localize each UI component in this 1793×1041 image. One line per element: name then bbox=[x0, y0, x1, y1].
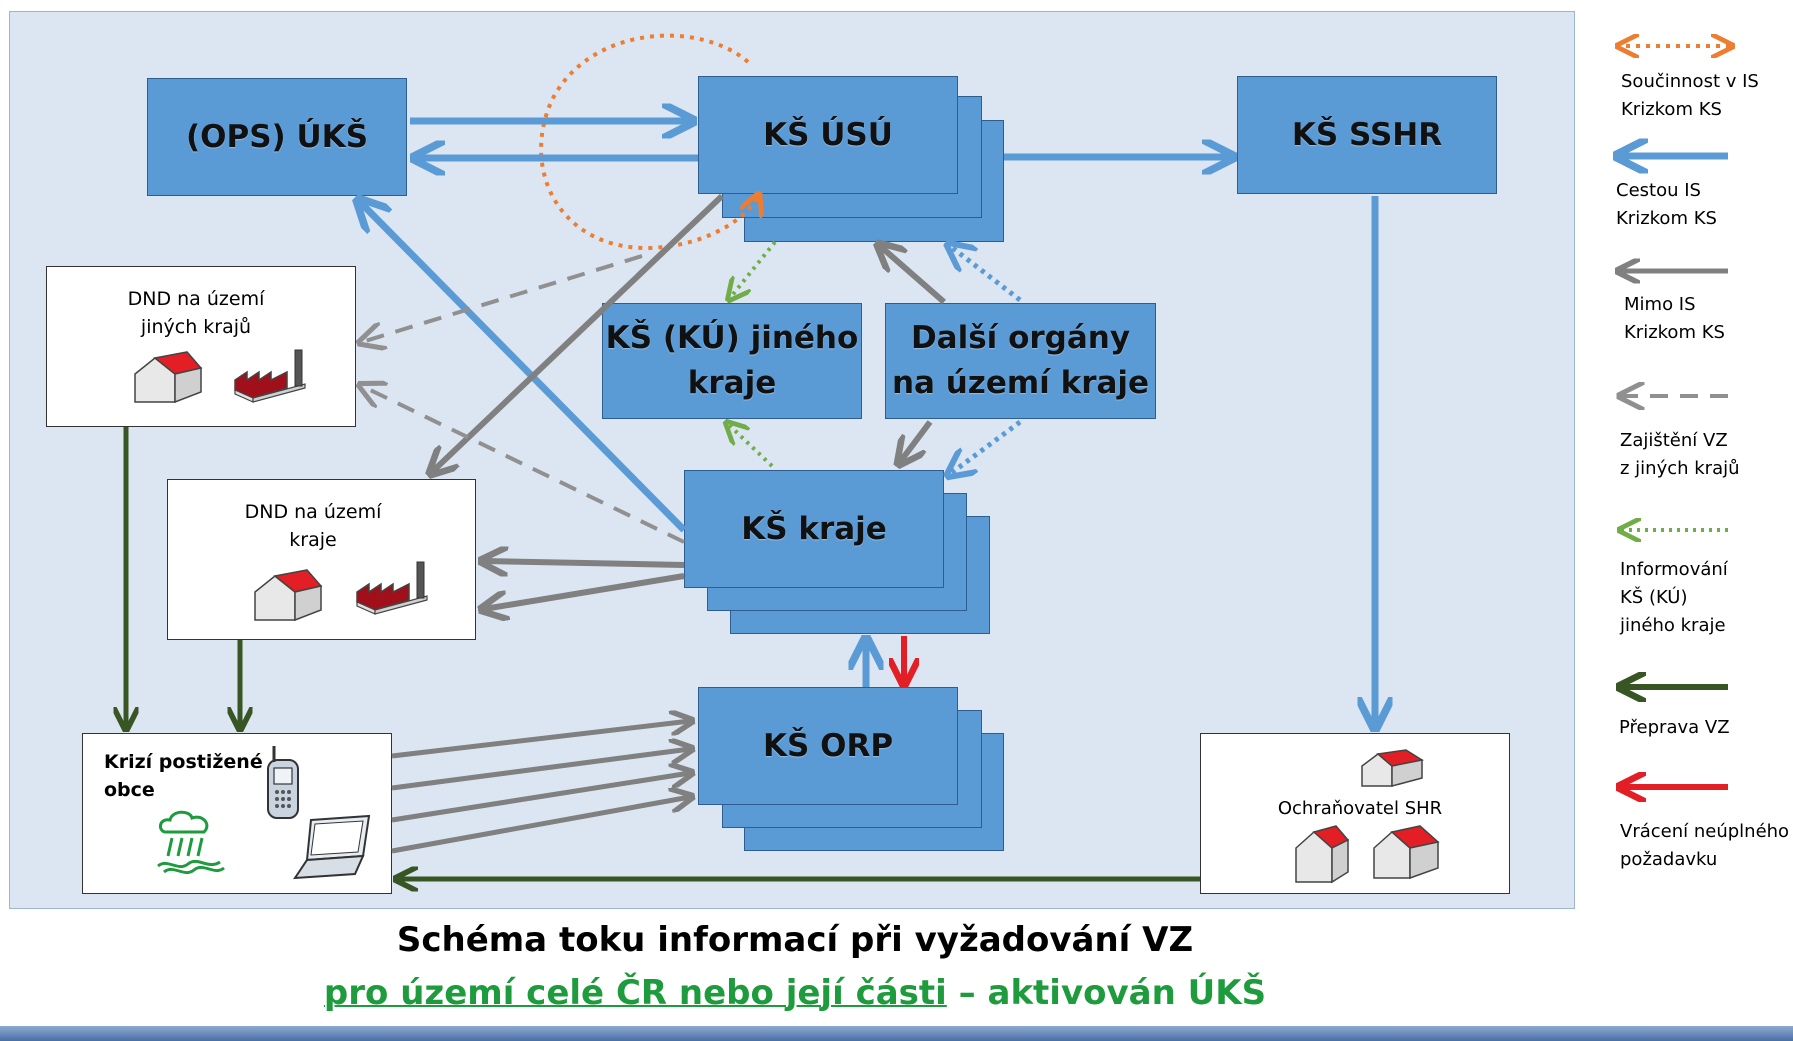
dalsi-organy-label-1: Další orgány bbox=[910, 320, 1131, 357]
legend-vraceni-1: Vrácení neúplného bbox=[1620, 821, 1790, 842]
ochranovatel-shr-label: Ochraňovatel SHR bbox=[1277, 798, 1443, 819]
ks-usu-label: KŠ ÚSÚ bbox=[763, 116, 893, 153]
legend-zajisteni-1: Zajištění VZ bbox=[1620, 430, 1728, 451]
ks-ku-jineho-label-1: KŠ (KÚ) jiného bbox=[605, 320, 859, 357]
krizi-label-2: obce bbox=[104, 778, 155, 801]
legend-soucinnost: Součinnost v IS Krizkom KS bbox=[1621, 68, 1759, 124]
subtitle-rest: – aktivován ÚKŠ bbox=[946, 973, 1267, 1013]
legend-mimo-1: Mimo IS bbox=[1624, 294, 1696, 315]
legend-informovani-2: KŠ (KÚ) bbox=[1620, 586, 1688, 608]
legend-informovani-1: Informování bbox=[1620, 559, 1728, 580]
ks-ku-jineho-box: KŠ (KÚ) jiného kraje bbox=[602, 303, 862, 419]
ks-usu-box: KŠ ÚSÚ bbox=[698, 76, 958, 194]
dnd-kraje-label-1: DND na území bbox=[244, 501, 382, 523]
ks-orp-box: KŠ ORP bbox=[698, 687, 958, 805]
subtitle-underlined: pro území celé ČR nebo její části bbox=[323, 973, 947, 1013]
legend-cestou: Cestou IS Krizkom KS bbox=[1616, 177, 1717, 233]
dnd-jinych-label-1: DND na území bbox=[127, 288, 265, 310]
bottom-bar bbox=[0, 1026, 1793, 1041]
legend-vraceni: Vrácení neúplného požadavku bbox=[1620, 818, 1789, 874]
legend-soucinnost-2: Krizkom KS bbox=[1621, 98, 1722, 120]
krizi-postizene-obce-label: Krizí postižené obce bbox=[104, 749, 263, 804]
legend-informovani-3: jiného kraje bbox=[1620, 614, 1726, 636]
dnd-jinych-kraju-label: DND na území jiných krajů bbox=[96, 286, 296, 341]
legend-mimo: Mimo IS Krizkom KS bbox=[1624, 291, 1725, 347]
ops-uks-label: (OPS) ÚKŠ bbox=[185, 118, 369, 155]
ks-kraje-box: KŠ kraje bbox=[684, 470, 944, 588]
krizi-label-1: Krizí postižené bbox=[104, 751, 263, 773]
legend-zajisteni-2: z jiných krajů bbox=[1620, 457, 1740, 479]
legend-vraceni-2: požadavku bbox=[1620, 848, 1718, 870]
ks-kraje-label: KŠ kraje bbox=[741, 510, 887, 547]
dalsi-organy-label-2: na území kraje bbox=[891, 365, 1150, 401]
ks-sshr-label: KŠ SSHR bbox=[1291, 116, 1443, 153]
diagram-title: Schéma toku informací při vyžadování VZ bbox=[396, 920, 1194, 960]
dnd-jinych-label-2: jiných krajů bbox=[140, 315, 252, 338]
legend-cestou-1: Cestou IS bbox=[1616, 180, 1701, 201]
legend-informovani: Informování KŠ (KÚ) jiného kraje bbox=[1620, 556, 1728, 640]
ks-orp-label: KŠ ORP bbox=[762, 727, 894, 764]
ks-sshr-box: KŠ SSHR bbox=[1237, 76, 1497, 194]
legend-cestou-2: Krizkom KS bbox=[1616, 207, 1717, 229]
legend-soucinnost-1: Součinnost v IS bbox=[1621, 71, 1759, 92]
ochranovatel-shr-box bbox=[1200, 733, 1510, 894]
legend-zajisteni: Zajištění VZ z jiných krajů bbox=[1620, 427, 1740, 483]
legend-preprava: Přeprava VZ bbox=[1619, 717, 1730, 738]
diagram-subtitle: pro území celé ČR nebo její části – akti… bbox=[0, 973, 1590, 1013]
ops-uks-box: (OPS) ÚKŠ bbox=[147, 78, 407, 196]
dnd-kraje-label-2: kraje bbox=[289, 528, 337, 551]
dalsi-organy-box: Další orgány na území kraje bbox=[885, 303, 1156, 419]
dnd-kraje-label: DND na území kraje bbox=[213, 499, 413, 554]
ks-ku-jineho-label-2: kraje bbox=[687, 365, 777, 401]
legend-mimo-2: Krizkom KS bbox=[1624, 321, 1725, 343]
